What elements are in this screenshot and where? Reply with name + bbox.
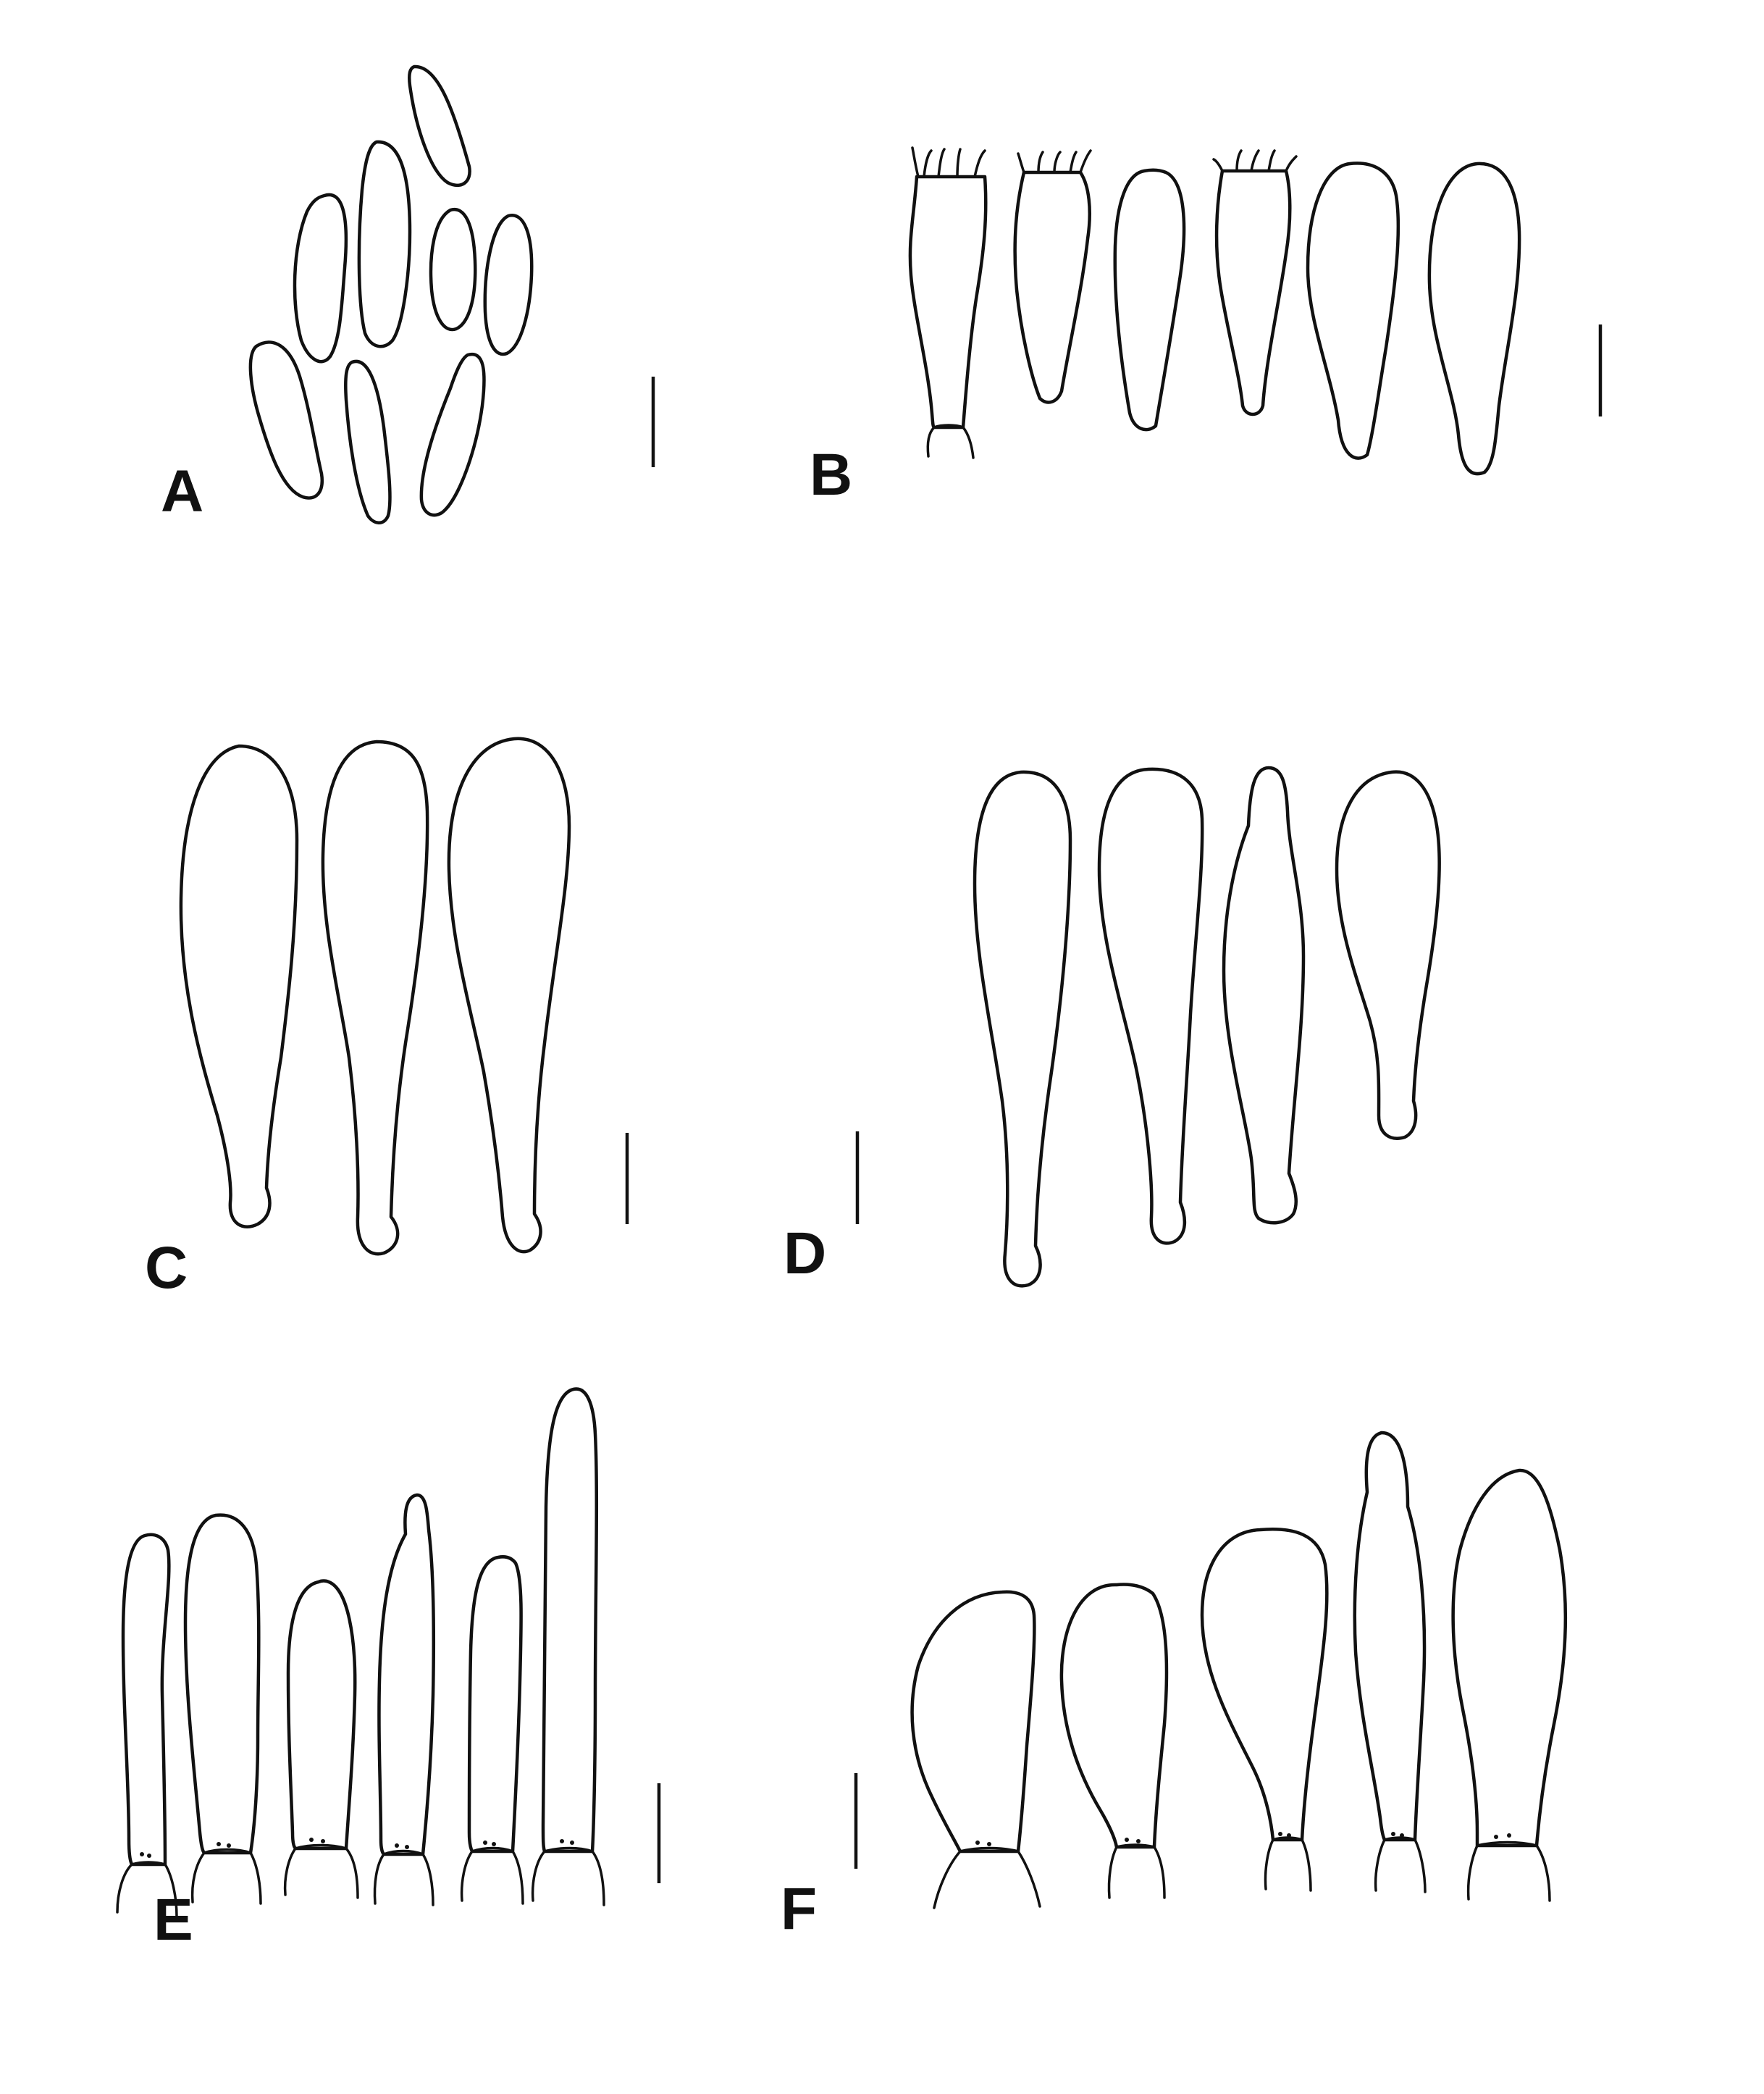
hypha [116,1861,178,1918]
basidium [1214,169,1292,416]
dot [483,1840,487,1845]
hypha [926,424,975,459]
dot [1391,1832,1395,1836]
dot [1507,1833,1511,1838]
spore [483,214,534,356]
dot [975,1840,980,1845]
cystidium [183,1513,261,1855]
dot [395,1843,399,1848]
cystidium [321,740,429,1256]
hypha [460,1846,524,1905]
basidium [908,175,988,430]
dot [321,1839,325,1843]
panel-label-a: A [161,458,204,524]
cystidium [121,1533,171,1867]
cystidium [467,1555,523,1854]
sterigmata [1017,149,1092,174]
spore [344,359,392,524]
panel-label-d: D [784,1220,827,1286]
dot [987,1842,991,1846]
basidium [1013,170,1092,404]
dot [147,1854,151,1858]
dot [570,1840,574,1845]
cystidium [1451,1468,1568,1848]
cystidium [541,1387,599,1854]
spore [357,140,412,348]
hypha [1107,1843,1166,1899]
panel-label-b: B [810,442,853,508]
basidiole [1306,162,1400,460]
panel-d-cystidia [855,766,1441,1288]
dot [227,1843,231,1848]
dot [1400,1833,1404,1838]
dot [1494,1835,1498,1839]
dot [492,1842,496,1846]
panel-label-f: F [781,1876,818,1942]
hypha [933,1846,1041,1909]
panel-e-cystidia [116,1387,661,1918]
cystidium [1059,1583,1169,1849]
cystidium [910,1590,1036,1854]
hypha [373,1849,434,1906]
hypha [190,1848,262,1905]
cystidium [179,744,299,1228]
basidiole [1113,168,1186,432]
dot [1287,1833,1291,1838]
spore [248,340,324,500]
panel-c-cystidia [179,737,629,1256]
panel-a-spores [248,64,655,524]
dot [560,1839,564,1843]
cystidium [973,770,1072,1288]
hypha [1374,1836,1427,1893]
cystidium [1222,766,1306,1225]
panel-label-c: C [145,1235,188,1301]
cystidium [286,1579,357,1851]
cystidium [447,737,571,1254]
dot [309,1838,314,1842]
panel-b-basidia [908,146,1603,476]
septum-dots [975,1832,1511,1846]
cystidium [1353,1431,1427,1842]
spore [429,207,477,332]
spore [408,64,471,188]
dot [1278,1832,1282,1836]
septum-dots [140,1838,574,1858]
panel-f-cystidia [854,1431,1568,1909]
cystidium [1335,770,1441,1140]
dot [1136,1839,1141,1843]
basidiole [1427,162,1521,476]
hypha [531,1846,605,1906]
panel-label-e: E [154,1887,193,1953]
cystidium [1097,767,1204,1245]
hypha [283,1843,359,1899]
dot [405,1845,409,1849]
spore [419,352,486,517]
cystidium [377,1493,435,1856]
dot [1125,1838,1129,1842]
hypha [1264,1836,1312,1892]
dot [217,1842,221,1846]
hypha [1466,1840,1551,1902]
sterigmata [1212,149,1298,172]
sterigmata [911,146,986,178]
dot [140,1852,144,1856]
cystidium [1200,1528,1329,1842]
spore [293,193,348,364]
